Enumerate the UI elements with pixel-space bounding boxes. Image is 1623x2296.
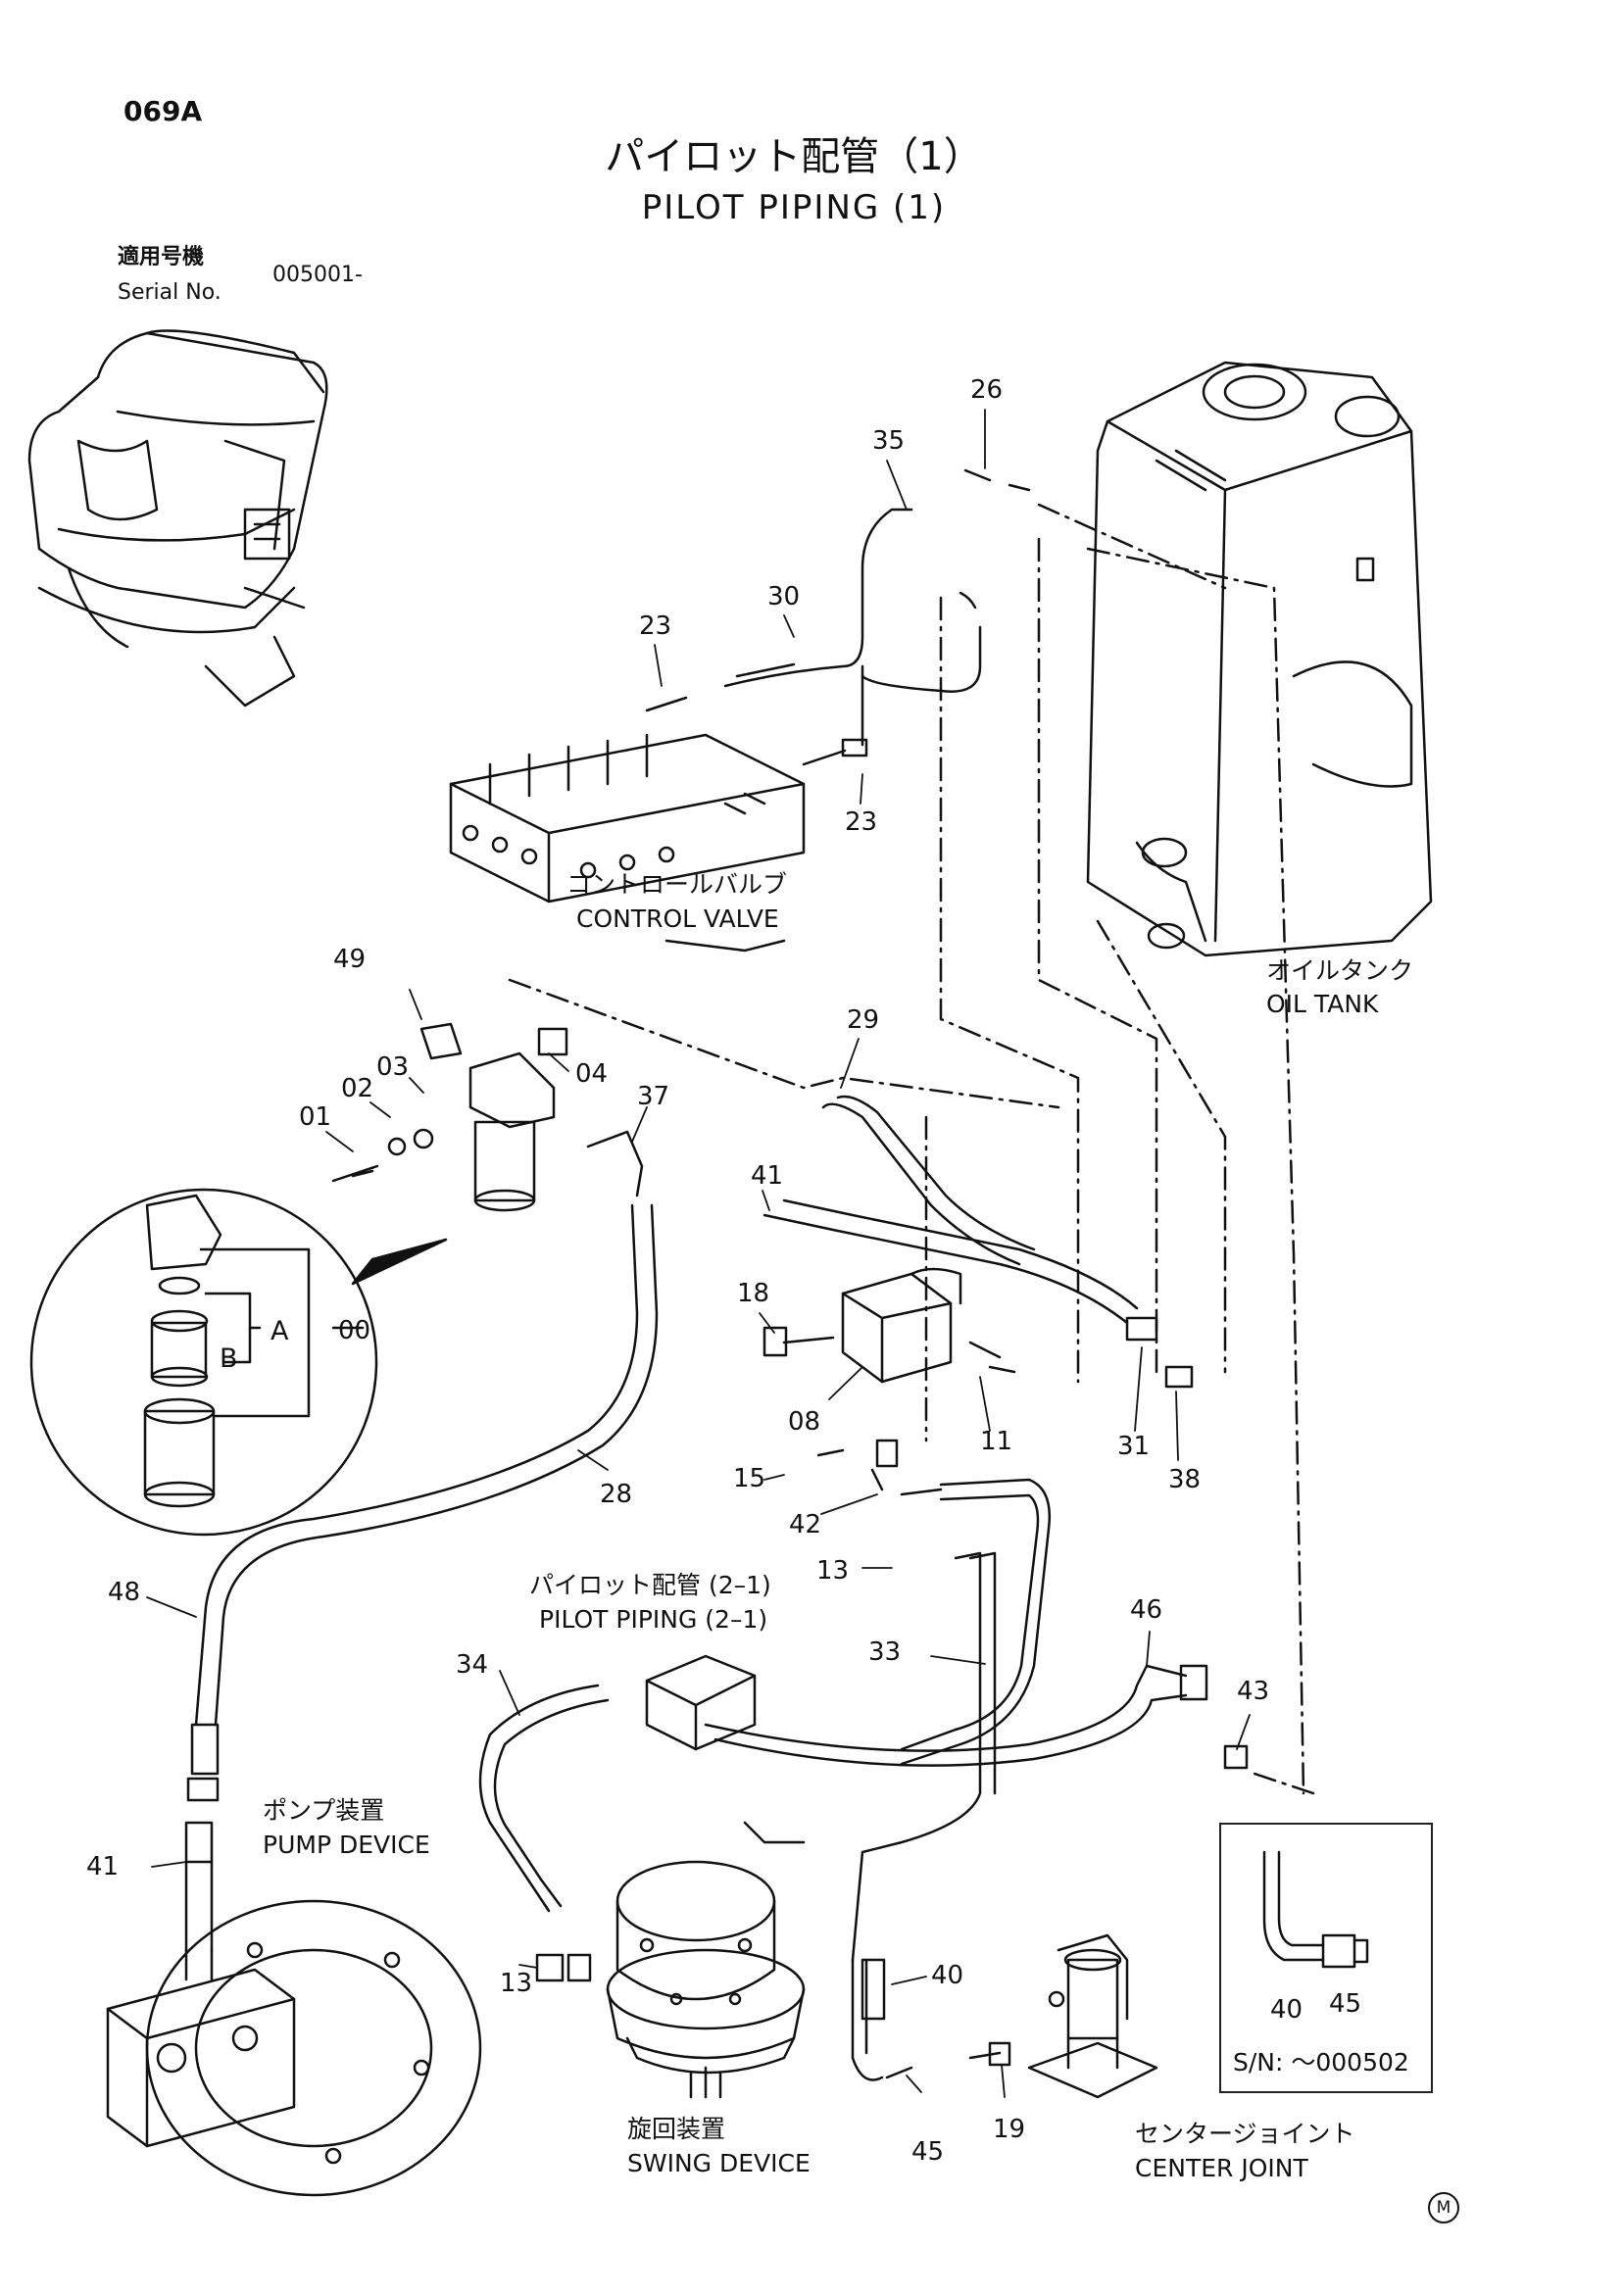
oil-tank-illustration — [1086, 361, 1433, 957]
part-label-28: 28 — [600, 1480, 633, 1509]
part-label-19: 19 — [993, 2115, 1026, 2144]
lower-pilot-hoses — [478, 1478, 1249, 2081]
part-label-03: 03 — [376, 1052, 410, 1082]
leader-lines — [146, 409, 1251, 2098]
pump-device-label-en: PUMP DEVICE — [263, 1831, 430, 1859]
part-label-34: 34 — [456, 1650, 489, 1680]
control-valve-illustration — [449, 733, 806, 953]
pilot-valve-block — [762, 1095, 1194, 1496]
part-label-23b: 23 — [845, 807, 878, 837]
inset-detail-drawing — [1262, 1850, 1369, 1969]
serial-inset-box: 40 45 S/N: ～000502 — [1219, 1823, 1433, 2093]
part-label-31: 31 — [1117, 1432, 1151, 1461]
part-label-29: 29 — [847, 1005, 880, 1035]
part-label-18: 18 — [737, 1279, 770, 1308]
page-title-jp: パイロット配管（1） — [605, 134, 983, 179]
part-label-30: 30 — [767, 582, 801, 611]
part-label-45: 45 — [911, 2137, 945, 2167]
part-label-42: 42 — [789, 1510, 822, 1539]
detail-assy-label: A — [270, 1316, 289, 1346]
part-label-33: 33 — [868, 1637, 902, 1667]
part-label-04: 04 — [575, 1059, 609, 1089]
center-joint-label-en: CENTER JOINT — [1135, 2154, 1308, 2182]
part-label-26: 26 — [970, 375, 1004, 405]
part-label-48: 48 — [108, 1578, 141, 1607]
inset-part-40: 40 — [1270, 1995, 1303, 2025]
swing-device-illustration — [535, 1860, 806, 2099]
center-joint-illustration — [1027, 1933, 1158, 2099]
inset-part-45: 45 — [1329, 1989, 1362, 2019]
part-label-38: 38 — [1168, 1465, 1202, 1494]
page-title-en: PILOT PIPING (1) — [641, 188, 947, 227]
part-label-49: 49 — [333, 945, 367, 974]
detail-assy-part-label: 00 — [338, 1316, 371, 1345]
swing-device-label-en: SWING DEVICE — [627, 2149, 811, 2177]
pilot-piping-ref-label-en: PILOT PIPING (2–1) — [539, 1605, 768, 1634]
upper-pilot-hoses — [645, 468, 1031, 766]
part-label-13a: 13 — [816, 1556, 850, 1586]
detail-sub-label: B — [220, 1343, 238, 1374]
serial-label-jp: 適用号機 — [118, 245, 205, 269]
part-label-23a: 23 — [639, 611, 672, 641]
pump-device-label-jp: ポンプ装置 — [263, 1796, 385, 1825]
swing-device-label-jp: 旋回装置 — [627, 2115, 726, 2143]
part-label-46: 46 — [1130, 1595, 1163, 1625]
page-mark: M — [1428, 2192, 1459, 2223]
part-label-11: 11 — [980, 1427, 1013, 1456]
filter-detail-circle — [29, 1188, 378, 1537]
part-label-08: 08 — [788, 1407, 821, 1437]
inset-serial-text: S/N: ～000502 — [1233, 2048, 1409, 2076]
part-label-37: 37 — [637, 1082, 670, 1111]
part-label-02: 02 — [341, 1074, 374, 1103]
pump-device-illustration — [106, 1899, 482, 2197]
page-number: 069A — [123, 95, 203, 127]
oil-tank-label-jp: オイルタンク — [1266, 956, 1414, 985]
center-joint-label-jp: センタージョイント — [1135, 2120, 1355, 2148]
part-label-35: 35 — [872, 426, 906, 456]
part-label-01: 01 — [299, 1102, 332, 1132]
excavator-overview-illustration — [27, 329, 328, 708]
control-valve-label-jp: コントロールバルブ — [566, 870, 788, 899]
part-label-13b: 13 — [500, 1969, 533, 1998]
pilot-piping-2-1-block — [645, 1654, 806, 1844]
part-label-15: 15 — [733, 1464, 766, 1493]
part-label-41b: 41 — [86, 1852, 120, 1881]
oil-tank-label-en: OIL TANK — [1266, 990, 1379, 1018]
serial-value: 005001- — [272, 263, 363, 287]
part-label-43: 43 — [1237, 1677, 1270, 1706]
part-label-41a: 41 — [751, 1161, 784, 1191]
filter-to-pump-hose — [184, 1203, 659, 1952]
control-valve-label-en: CONTROL VALVE — [576, 904, 779, 933]
serial-label-en: Serial No. — [118, 280, 221, 305]
pilot-piping-ref-label-jp: パイロット配管 (2–1) — [529, 1571, 771, 1599]
dashed-connection-lines — [508, 503, 1315, 1795]
pilot-filter-illustration — [331, 1022, 644, 1286]
part-label-40: 40 — [931, 1961, 964, 1990]
